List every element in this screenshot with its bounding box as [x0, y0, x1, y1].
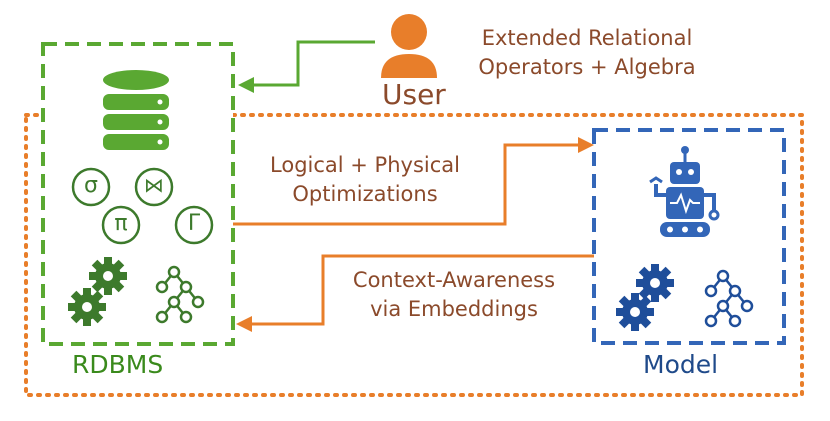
- context-label-line1: Context-Awareness: [352, 268, 556, 292]
- operators-note-line2: Operators + Algebra: [478, 55, 696, 79]
- select-operator-symbol: σ: [84, 173, 98, 198]
- model-tree-network-icon: [704, 269, 754, 328]
- user-icon: [381, 14, 437, 78]
- user-to-rdbms-arrow: [238, 40, 375, 93]
- optimizations-label-line2: Optimizations: [292, 182, 438, 206]
- select-operator-circle: [71, 167, 111, 207]
- aggregate-operator-symbol: Γ: [187, 211, 201, 236]
- tree-network-icon: [155, 265, 205, 324]
- model-gears-icon: [616, 264, 674, 331]
- model-label: Model: [643, 350, 719, 379]
- join-operator-circle: [134, 167, 174, 207]
- rdbms-label: RDBMS: [72, 350, 164, 379]
- context-arrow: [236, 254, 594, 332]
- operator-circles: [71, 167, 214, 245]
- user-label: User: [382, 78, 446, 111]
- system-boundary: [24, 113, 804, 397]
- context-label: Context-Awareness via Embeddings: [334, 266, 574, 324]
- join-operator-symbol: ⋈: [144, 173, 164, 197]
- optimizations-arrow: [233, 137, 594, 226]
- project-operator-circle: [101, 205, 141, 245]
- context-label-line2: via Embeddings: [370, 297, 538, 321]
- aggregate-operator-circle: [174, 205, 214, 245]
- database-icon: [103, 70, 169, 150]
- robot-icon: [649, 146, 720, 237]
- operators-note: Extended Relational Operators + Algebra: [462, 24, 712, 82]
- optimizations-label-line1: Logical + Physical: [270, 153, 460, 177]
- operators-note-line1: Extended Relational: [481, 26, 693, 50]
- project-operator-symbol: π: [114, 211, 128, 236]
- optimizations-label: Logical + Physical Optimizations: [250, 151, 480, 209]
- gears-icon: [68, 257, 127, 326]
